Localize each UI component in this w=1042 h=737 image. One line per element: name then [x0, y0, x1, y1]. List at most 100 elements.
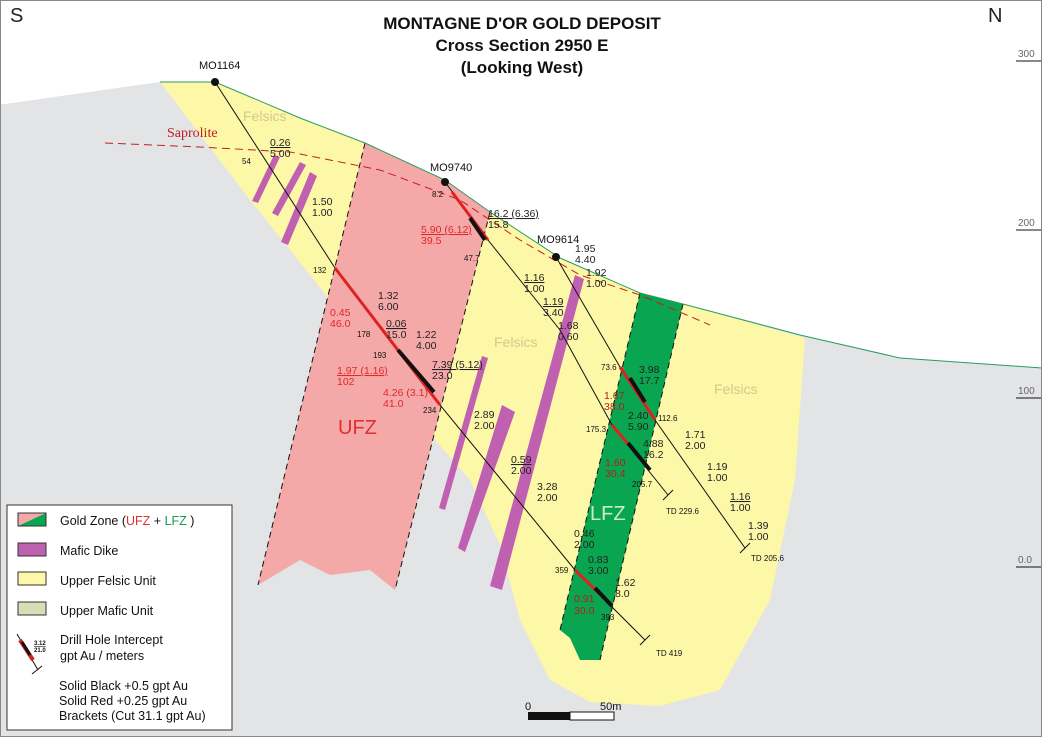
intercept-grade: 3.98	[639, 364, 660, 376]
mafic-dikes	[252, 155, 584, 590]
intercept-length: 23.0	[432, 370, 453, 382]
upper-mafic-swatch	[17, 601, 47, 616]
intercept-length: 0.60	[558, 331, 579, 343]
depth-label: 234	[423, 406, 437, 415]
intercept-grade: 1.92	[586, 267, 607, 279]
elev-label: 300	[1018, 49, 1035, 60]
elevation-axis: 300 200 100 0.0	[1016, 49, 1042, 568]
intercept-grade: 4.88	[643, 438, 664, 450]
saprolite-line	[104, 142, 711, 326]
intercept-grade: 5.90 (6.12)	[421, 224, 472, 236]
intercept-length: 39.5	[421, 235, 442, 247]
drill-hole-mo9614	[552, 253, 751, 554]
saprolite-label: Saprolite	[167, 126, 218, 141]
td-label: TD 229.6	[666, 507, 699, 516]
intercept-length: 41.0	[383, 398, 404, 410]
mafic-dike-swatch	[17, 542, 47, 557]
depth-label: 178	[357, 330, 371, 339]
title-line-1: MONTAGNE D'OR GOLD DEPOSIT	[383, 14, 661, 33]
legend-upper-mafic: Upper Mafic Unit	[60, 604, 154, 618]
depth-label: 175.3	[586, 425, 607, 434]
intercept-length: 102	[337, 376, 355, 388]
ufz-boundary	[394, 211, 491, 591]
legend-note: Solid Red +0.25 gpt Au	[59, 694, 187, 708]
depth-label: 54	[242, 157, 251, 166]
intercept-grade: 2.89	[474, 409, 495, 421]
intercept-grade: 0.59	[511, 454, 532, 466]
intercept-grade: 1.32	[378, 290, 399, 302]
elev-label: 200	[1018, 218, 1035, 229]
depth-label: 112.6	[658, 414, 678, 423]
hole-name: MO9614	[537, 234, 579, 246]
lfz-label: LFZ	[590, 503, 626, 525]
elev-label: 100	[1018, 386, 1035, 397]
intercept-length: 1.00	[707, 472, 728, 484]
intercept-grade: 1.97 (1.16)	[337, 365, 388, 377]
intercept-grade: 16.2 (6.36)	[488, 208, 539, 220]
depth-label: 132	[313, 266, 327, 275]
mafic-dike	[272, 162, 306, 216]
depth-label: 73.6	[601, 363, 617, 372]
intercept-grade: 1.68	[558, 320, 579, 332]
legend: Gold Zone (UFZ + LFZ ) Mafic Dike Upper …	[6, 504, 233, 731]
intercept-grade: 0.91	[574, 593, 595, 605]
felsics-label: Felsics	[243, 108, 287, 124]
elev-label: 0.0	[1018, 555, 1032, 566]
intercept-grade: 1.39	[748, 520, 769, 532]
intercept-length: 6.00	[378, 301, 399, 313]
intercept-length: 5.00	[270, 148, 291, 160]
intercept-grade: 1.16	[524, 272, 545, 284]
intercept-length: 17.7	[639, 375, 660, 387]
depth-label: 359	[555, 566, 569, 575]
legend-upper-felsic: Upper Felsic Unit	[60, 574, 156, 588]
depth-label: 8.2	[432, 190, 444, 199]
intercept-length: 2.00	[574, 539, 595, 551]
lfz-boundary	[599, 303, 684, 661]
intercept-grade: 1.50	[312, 196, 333, 208]
intercept-grade: 1.67	[604, 390, 625, 402]
felsic-unit	[160, 82, 805, 706]
intercept-grade: 0.46	[574, 528, 595, 540]
legend-intercept: Drill Hole Intercept	[60, 633, 163, 647]
intercept-length: 38.0	[604, 401, 625, 413]
legend-note: Brackets (Cut 31.1 gpt Au)	[59, 709, 206, 723]
intercept-grade: 7.39 (5.12)	[432, 359, 483, 371]
compass-north: N	[988, 5, 1002, 27]
intercept-length: 30.4	[605, 468, 626, 480]
lfz-boundary	[559, 292, 641, 631]
intercept-length: 30.0	[574, 605, 595, 617]
intercept-grade: 3.28	[537, 481, 558, 493]
intercept-length: 1.00	[586, 278, 607, 290]
topography-line	[160, 81, 1042, 369]
title-line-3: (Looking West)	[461, 58, 583, 77]
upper-felsic-swatch	[17, 571, 47, 586]
lfz-zone	[560, 293, 683, 660]
td-label: TD 419	[656, 649, 683, 658]
intercept-length: 2.00	[511, 465, 532, 477]
intercept-grade: 1.62	[615, 577, 636, 589]
intercept-length: 2.00	[474, 420, 495, 432]
intercept-grade: 1.60	[605, 457, 626, 469]
title-line-2: Cross Section 2950 E	[436, 36, 609, 55]
depth-label: 393	[601, 613, 615, 622]
legend-note: Solid Black +0.5 gpt Au	[59, 679, 188, 693]
intercept-length: 2.00	[537, 492, 558, 504]
mafic-dike	[490, 275, 584, 590]
depth-label: 205.7	[632, 480, 653, 489]
depth-labels: 54 132 178 193 234 8.2 47.7 73.6 112.6 1…	[242, 157, 678, 622]
icon-grade: 3.12	[34, 641, 46, 647]
intercept-length: 1.00	[730, 502, 751, 514]
compass-south: S	[10, 5, 23, 27]
intercept-grade: 0.45	[330, 307, 351, 319]
depth-label: 47.7	[464, 254, 480, 263]
intercept-grade: 1.19	[543, 296, 564, 308]
drill-intercept-icon: 3.12 21.0	[16, 633, 46, 675]
intercept-length: 2.00	[685, 440, 706, 452]
gold-zone-swatch	[17, 512, 47, 527]
scale-bar: 0 50m	[525, 701, 621, 721]
intercept-grade: 0.06	[386, 318, 407, 330]
intercept-length: 16.2	[643, 449, 664, 461]
